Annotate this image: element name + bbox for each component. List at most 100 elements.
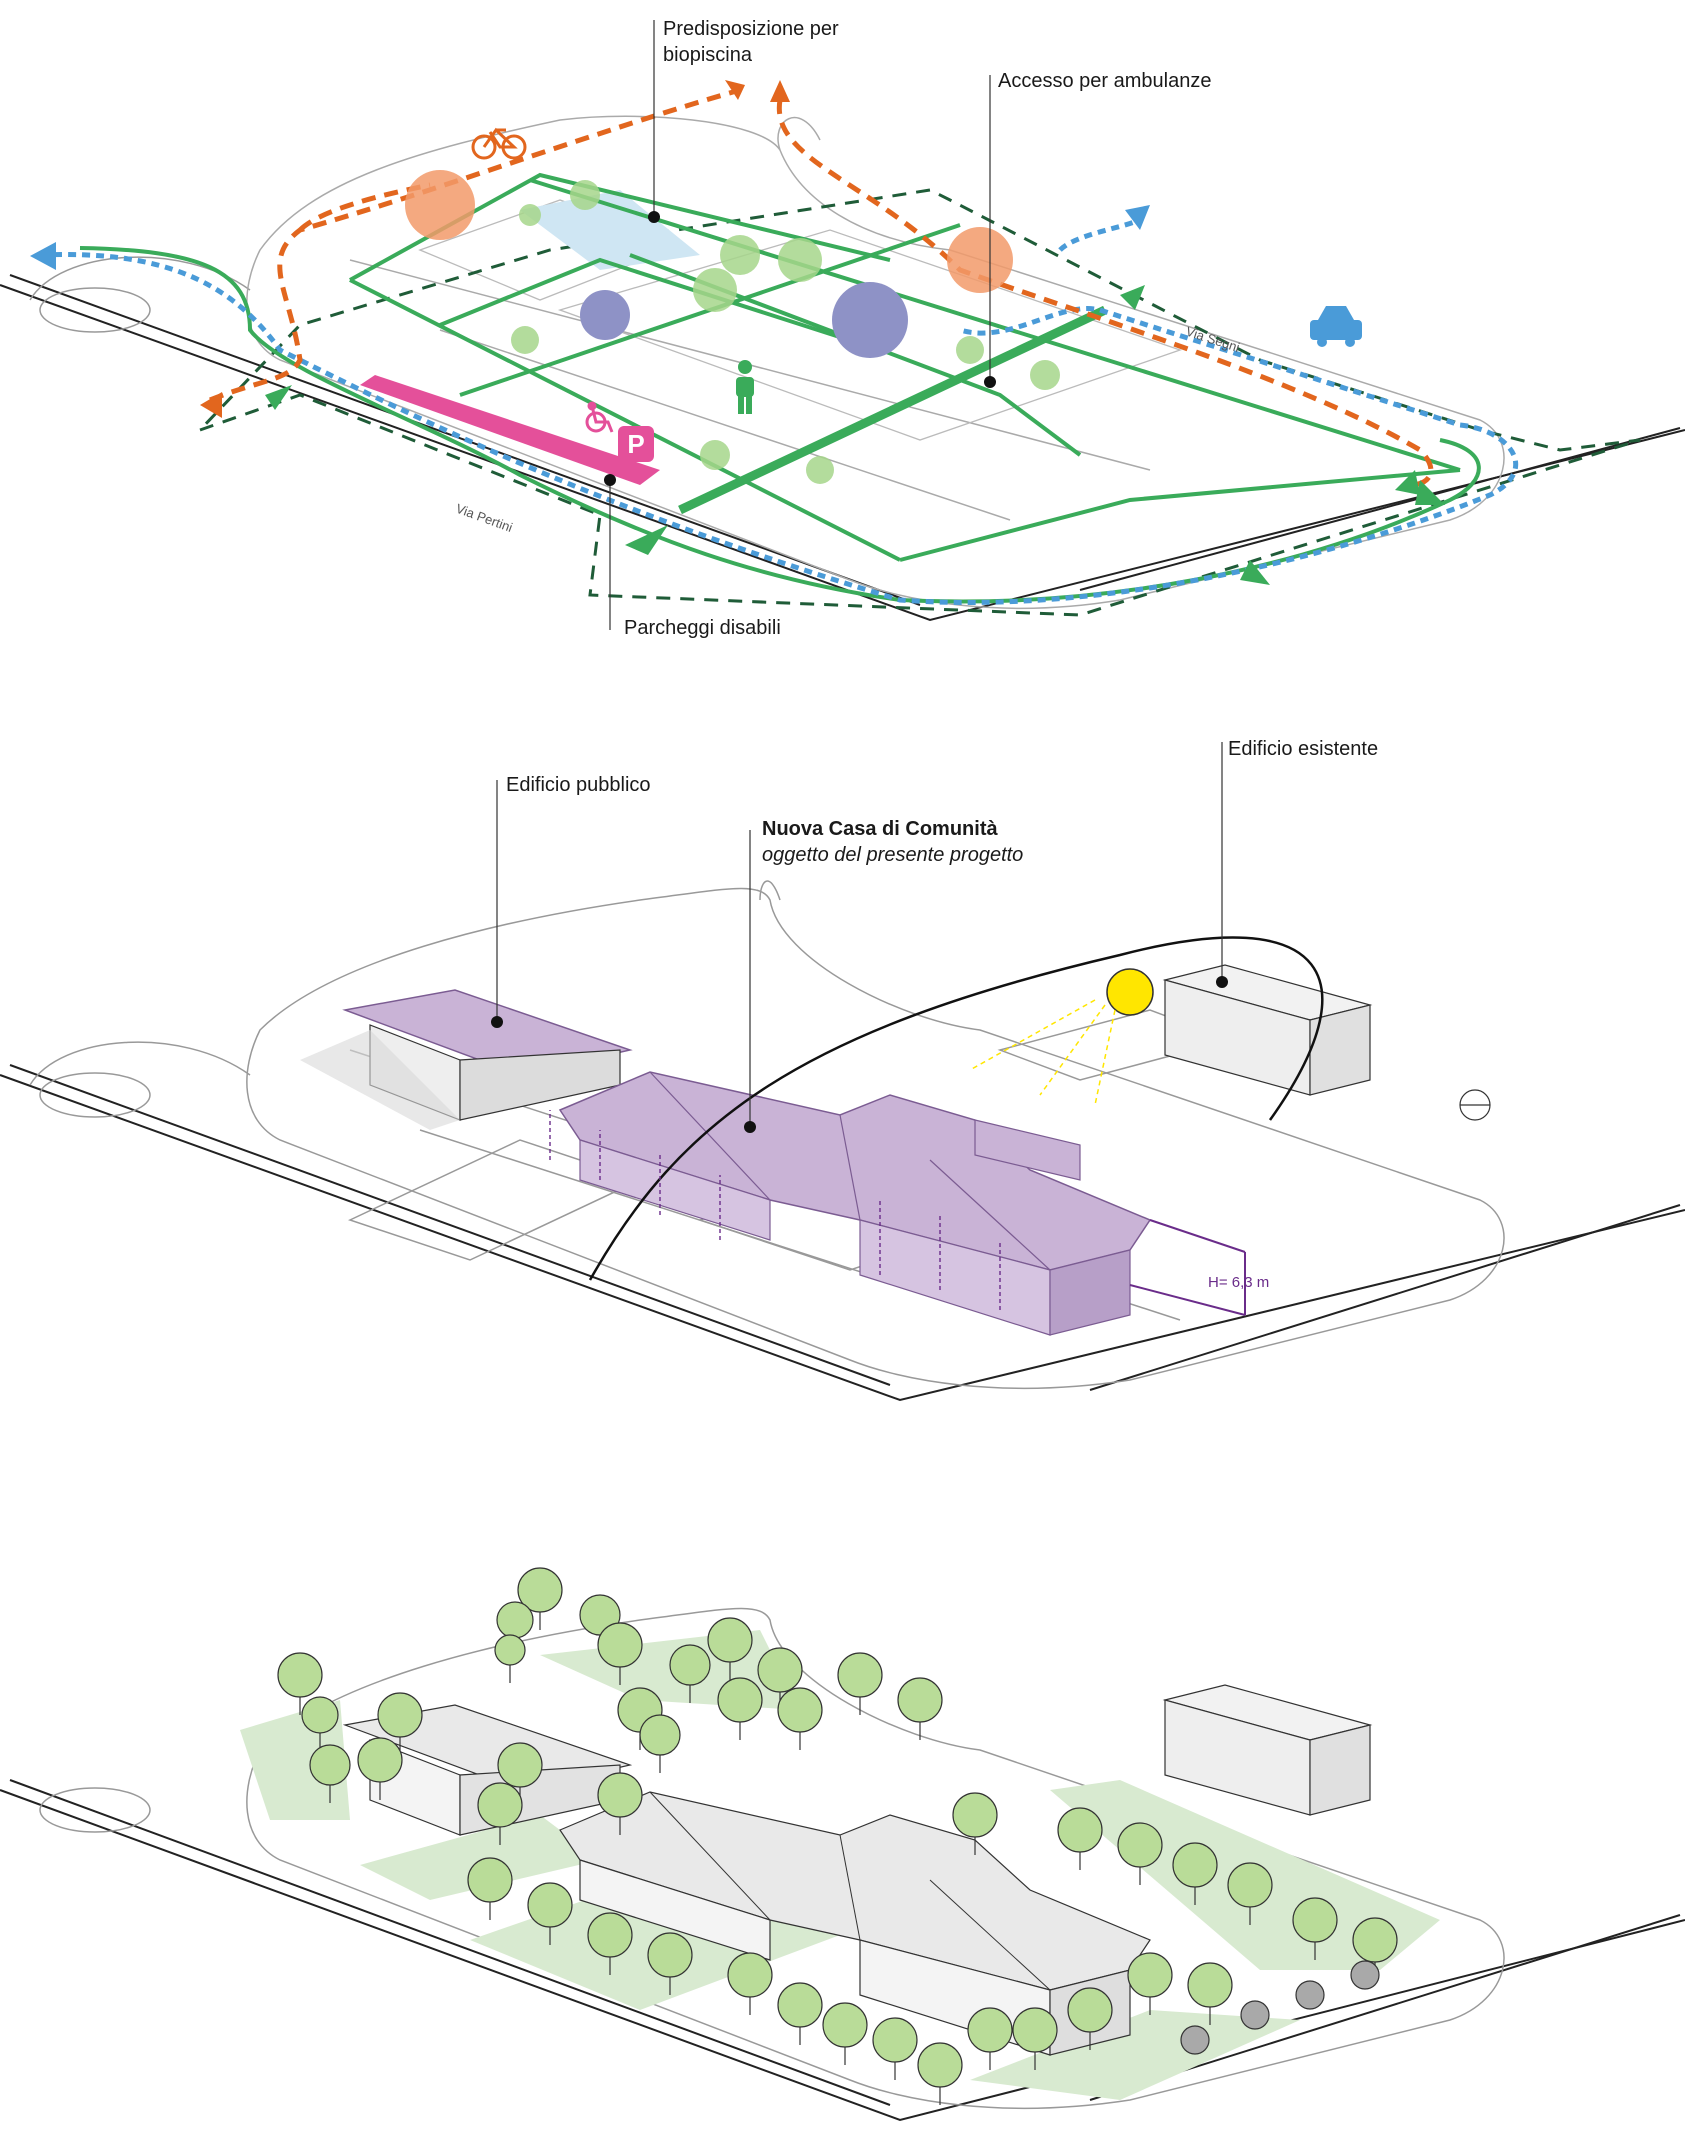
tree-icon [669, 1644, 711, 1686]
wheelchair-icon [585, 401, 614, 433]
bicycle-icon [471, 127, 527, 160]
tree-icon [872, 2017, 918, 2063]
tree-icon [467, 1857, 513, 1903]
vehicle-route [39, 251, 1519, 605]
leader-lines [609, 20, 991, 630]
tree-icon [837, 1652, 883, 1698]
pedestrian-entry-arrows [265, 285, 1445, 585]
vehicle-route-east [1058, 213, 1144, 252]
tree-icon [952, 1792, 998, 1838]
biopool-area [520, 190, 700, 270]
biopool-label-line2: biopiscina [663, 44, 752, 66]
main-pedestrian-axis [678, 305, 1107, 515]
tree-icon [597, 1622, 643, 1668]
existing-tree-icon [1295, 1980, 1325, 2010]
volumes-diagram: Edificio pubblico Nuova Casa di Comunità… [0, 700, 1685, 1420]
tree-icon [822, 2002, 868, 2048]
cycle-node-west [405, 170, 475, 240]
access-flows-drawing: P Via Pertini Via Segni [0, 20, 1685, 630]
public-building [300, 989, 633, 1130]
vehicle-arrow-west [30, 242, 56, 270]
tree-icon [639, 1714, 681, 1756]
tree-icon [301, 1696, 339, 1734]
parking-icon: P [618, 426, 654, 462]
tree-icon [727, 1952, 773, 1998]
tree-icon [357, 1737, 403, 1783]
tree-icon [897, 1677, 943, 1723]
existing-tree-icon [1180, 2025, 1210, 2055]
existing-building-3 [1162, 1684, 1373, 1816]
tree-icon [1067, 1987, 1113, 2033]
cycle-arrow-north [725, 80, 745, 100]
existing-tree-icon [1350, 1960, 1380, 1990]
height-arrows [549, 1110, 1001, 1310]
tree-icon [497, 1742, 543, 1788]
disabled-parking-strip [360, 375, 660, 485]
biopool-label-line1: Predisposizione per [663, 18, 839, 40]
vehicle-arrow-east [1125, 205, 1150, 230]
tree-icon [477, 1782, 523, 1828]
height-dimension [1129, 1219, 1246, 1316]
access-flows-diagram: P Via Pertini Via Segni Predisposizione … [0, 0, 1685, 680]
car-icon [1310, 306, 1362, 347]
tree-icon [757, 1647, 803, 1693]
volumes-drawing [0, 742, 1685, 1402]
tree-icon [967, 2007, 1013, 2053]
sun-path-arc [588, 936, 1324, 1281]
tree-icon [496, 1601, 534, 1639]
project-title: Nuova Casa di Comunità [762, 818, 998, 840]
tree-icon [527, 1882, 573, 1928]
landscape-drawing [0, 1567, 1685, 2122]
cycle-arrow-west [200, 392, 222, 418]
tree-icon [917, 2042, 963, 2088]
disabled-parking-label: Parcheggi disabili [624, 617, 781, 639]
site-outline-3 [39, 1607, 1505, 2110]
tree-icon [1057, 1807, 1103, 1853]
project-subtitle: oggetto del presente progetto [762, 844, 1024, 866]
tree-icon [277, 1652, 323, 1698]
street-edges-2 [0, 1064, 1685, 1402]
pedestrian-icon [736, 360, 754, 414]
existing-tree-icon [1240, 2000, 1270, 2030]
public-building-label: Edificio pubblico [506, 774, 651, 796]
tree-icon [717, 1677, 763, 1723]
community-house [558, 1071, 1152, 1336]
tree-icon [517, 1567, 563, 1613]
tree-group [277, 1567, 1398, 2105]
leader-lines-2 [496, 742, 1223, 1125]
tree-icon [777, 1982, 823, 2028]
tree-icon [1127, 1952, 1173, 1998]
pedestrian-paths [79, 172, 1481, 604]
existing-trees [511, 180, 1060, 484]
tree-icon [309, 1744, 351, 1786]
leader-dots [604, 211, 996, 486]
cycle-node-east [947, 227, 1013, 293]
sun-icon [1106, 968, 1154, 1016]
tree-icon [1227, 1862, 1273, 1908]
tree-icon [587, 1912, 633, 1958]
north-arrow-icon [1459, 1089, 1491, 1121]
tree-icon [1117, 1822, 1163, 1868]
cycle-route-east [776, 99, 1434, 488]
tree-icon [494, 1634, 526, 1666]
tree-icon [777, 1687, 823, 1733]
street-label-east: Via Segni [1184, 324, 1241, 355]
tree-icon [1187, 1962, 1233, 2008]
cycle-arrow-up [770, 80, 790, 102]
tree-icon [377, 1692, 423, 1738]
ambulance-access-label: Accesso per ambulanze [998, 70, 1212, 92]
tree-icon [1012, 2007, 1058, 2053]
tree-icon [1172, 1842, 1218, 1888]
landscape-diagram [0, 1560, 1685, 2140]
svg-text:P: P [627, 429, 644, 459]
tree-icon [1352, 1917, 1398, 1963]
street-label-west: Via Pertini [454, 501, 515, 535]
tree-icon [1292, 1897, 1338, 1943]
large-trees [580, 282, 908, 358]
existing-building-label: Edificio esistente [1228, 738, 1379, 760]
existing-building [1162, 964, 1373, 1096]
tree-icon [707, 1617, 753, 1663]
tree-icon [597, 1772, 643, 1818]
sun-rays [969, 999, 1116, 1106]
tree-icon [647, 1932, 693, 1978]
